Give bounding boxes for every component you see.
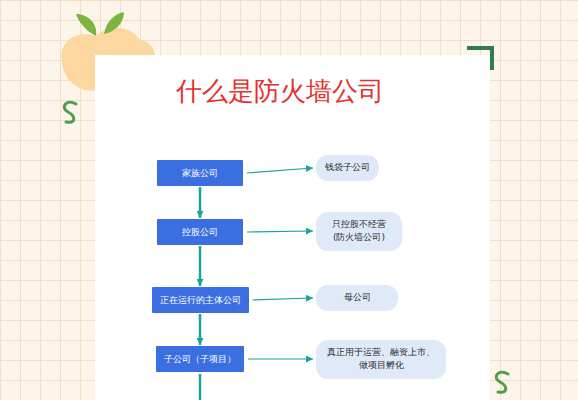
node-text: 控股公司 — [165, 226, 235, 239]
connector-arrow — [199, 246, 202, 286]
leaf — [104, 12, 124, 34]
connector-arrow — [248, 358, 313, 359]
note-pill: 钱袋子公司 — [316, 155, 379, 181]
process-box: 控股公司 — [157, 219, 243, 245]
node-text: 只控股不经营 (防火墙公司) — [325, 218, 393, 244]
process-box: 正在运行的主体公司 — [152, 287, 249, 313]
note-pill: 真正用于运营、融资上市、 做项目孵化 — [316, 340, 446, 379]
note-pill: 母公司 — [316, 285, 398, 311]
squiggle — [496, 372, 508, 392]
node-text: 子公司（子项目） — [164, 353, 236, 366]
squiggle — [64, 102, 76, 122]
leaf — [76, 14, 96, 36]
node-text: 家族公司 — [165, 167, 235, 180]
note-pill: 只控股不经营 (防火墙公司) — [316, 212, 402, 251]
connector-arrow — [247, 231, 313, 232]
title: 什么是防火墙公司 — [95, 74, 465, 109]
node-text: 正在运行的主体公司 — [160, 294, 241, 307]
connector-arrow — [199, 314, 202, 345]
connector-arrow — [199, 187, 202, 218]
connector-arrow — [247, 168, 313, 173]
process-box: 家族公司 — [157, 160, 243, 186]
process-box: 子公司（子项目） — [156, 346, 244, 372]
connector-arrow — [253, 298, 314, 300]
arrow-stub — [199, 374, 202, 400]
node-text: 钱袋子公司 — [325, 161, 370, 174]
node-text: 真正用于运营、融资上市、 做项目孵化 — [325, 346, 437, 372]
node-text: 母公司 — [325, 291, 389, 304]
